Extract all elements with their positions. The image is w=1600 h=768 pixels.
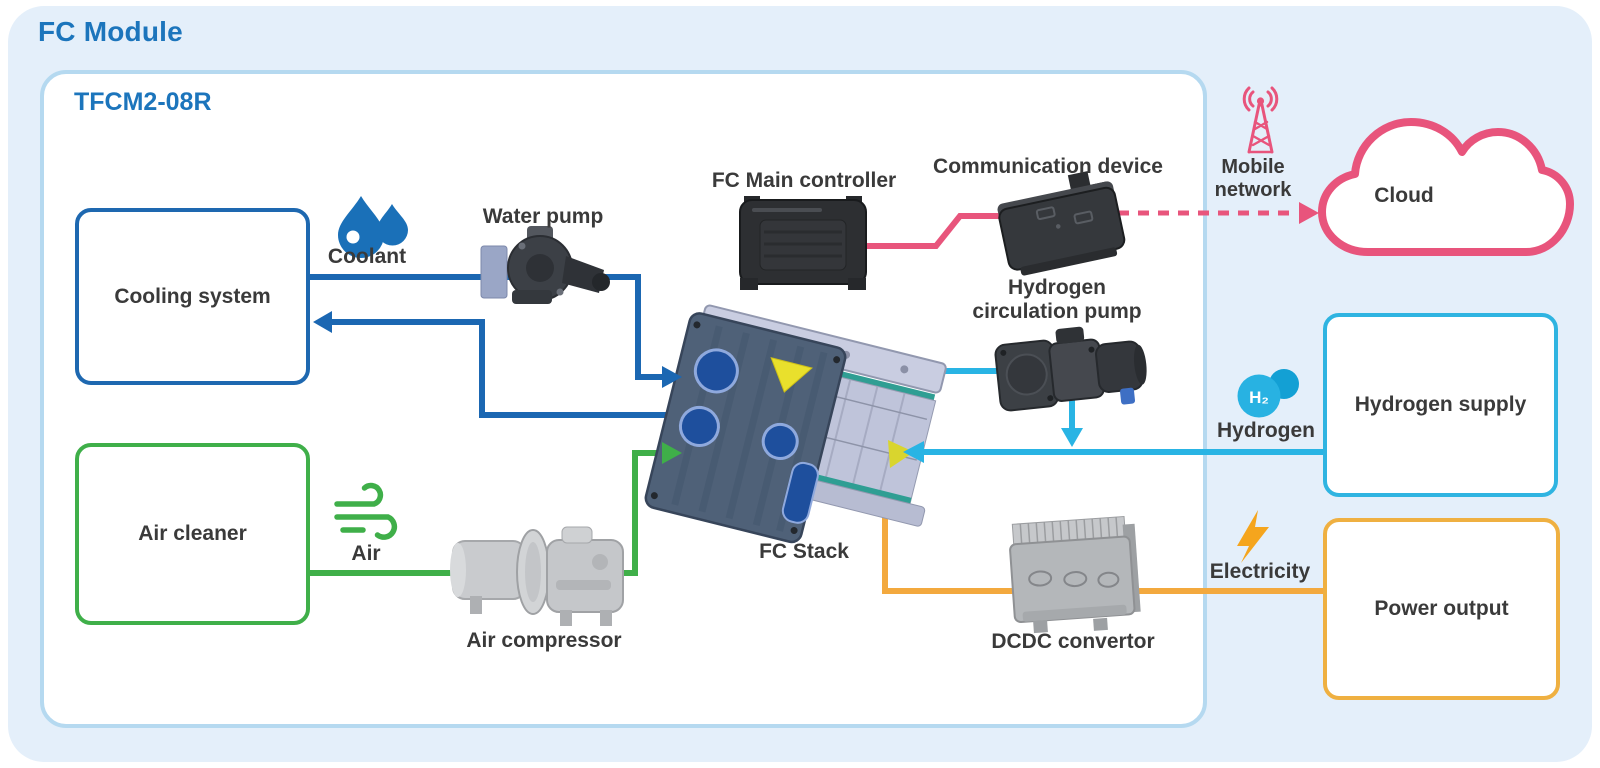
air-cleaner-box: Air cleaner [75,443,310,625]
fc-stack-label: FC Stack [759,540,849,563]
water-pump-label: Water pump [482,205,604,228]
hydrogen-supply-box: Hydrogen supply [1323,313,1558,497]
power-output-box: Power output [1323,518,1560,700]
communication-device-label: Communication device [933,155,1163,178]
hydrogen-circulation-pump-label: Hydrogen circulation pump [972,276,1142,324]
module-name: TFCM2-08R [74,88,212,116]
page-title: FC Module [38,16,183,47]
mobile-network-label: Mobile network [1214,156,1292,201]
hydrogen-supply-label: Hydrogen supply [1354,393,1527,416]
air-compressor-label: Air compressor [466,629,622,652]
cloud-label: Cloud [1374,184,1434,207]
cooling-system-label: Cooling system [114,284,271,308]
air-cleaner-label: Air cleaner [138,522,247,545]
power-output-label: Power output [1374,597,1509,620]
electricity-label: Electricity [1209,560,1311,583]
dcdc-convertor-label: DCDC convertor [991,630,1155,653]
coolant-label: Coolant [327,245,407,268]
hydrogen-label: Hydrogen [1216,419,1316,442]
fc-main-controller-label: FC Main controller [711,169,897,192]
cooling-system-box: Cooling system [75,208,310,385]
air-label: Air [351,542,381,565]
